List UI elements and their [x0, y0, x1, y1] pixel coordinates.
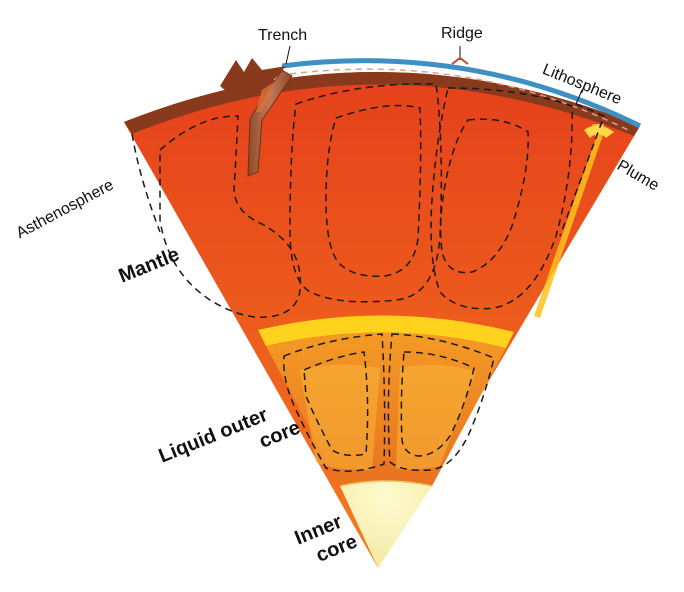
trench-leader — [286, 46, 290, 64]
ridge-marker — [452, 58, 468, 64]
label-ridge: Ridge — [441, 26, 483, 42]
outer-core-region — [266, 332, 506, 486]
label-trench: Trench — [258, 28, 307, 44]
